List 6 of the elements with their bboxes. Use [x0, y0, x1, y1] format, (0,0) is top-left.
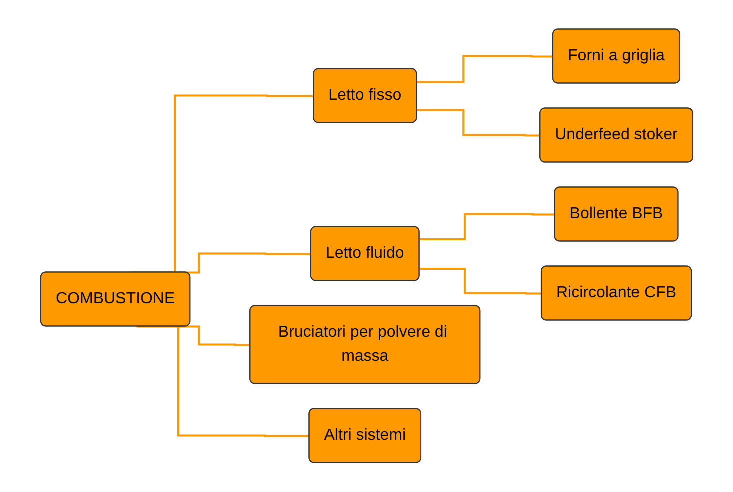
- connector: [416, 55, 554, 84]
- connector: [419, 213, 555, 240]
- connector: [136, 326, 310, 438]
- connector: [178, 326, 250, 346]
- connector: [419, 268, 542, 295]
- connector: [416, 109, 540, 137]
